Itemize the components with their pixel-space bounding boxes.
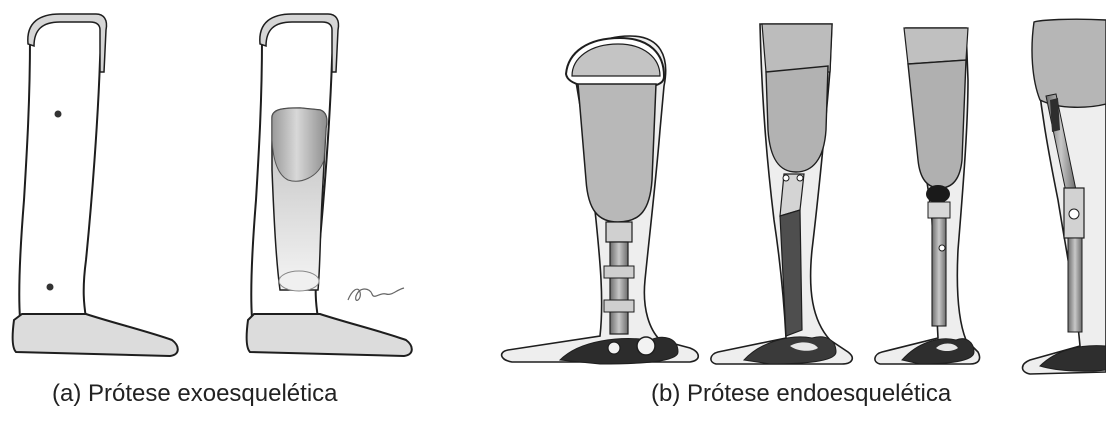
artist-signature xyxy=(348,288,404,300)
caption-endoskeletal: (b) Prótese endoesquelética xyxy=(651,380,951,408)
caption-exoskeletal: (a) Prótese exoesquelética xyxy=(52,380,338,408)
endoskeletal-leg-2 xyxy=(711,24,852,364)
endoskeletal-leg-3 xyxy=(875,28,980,364)
exoskeletal-leg-plain xyxy=(13,14,178,356)
exoskeletal-leg-cutaway xyxy=(247,14,412,356)
endoskeletal-leg-4 xyxy=(1023,19,1106,374)
endoskeletal-leg-1 xyxy=(502,36,699,364)
